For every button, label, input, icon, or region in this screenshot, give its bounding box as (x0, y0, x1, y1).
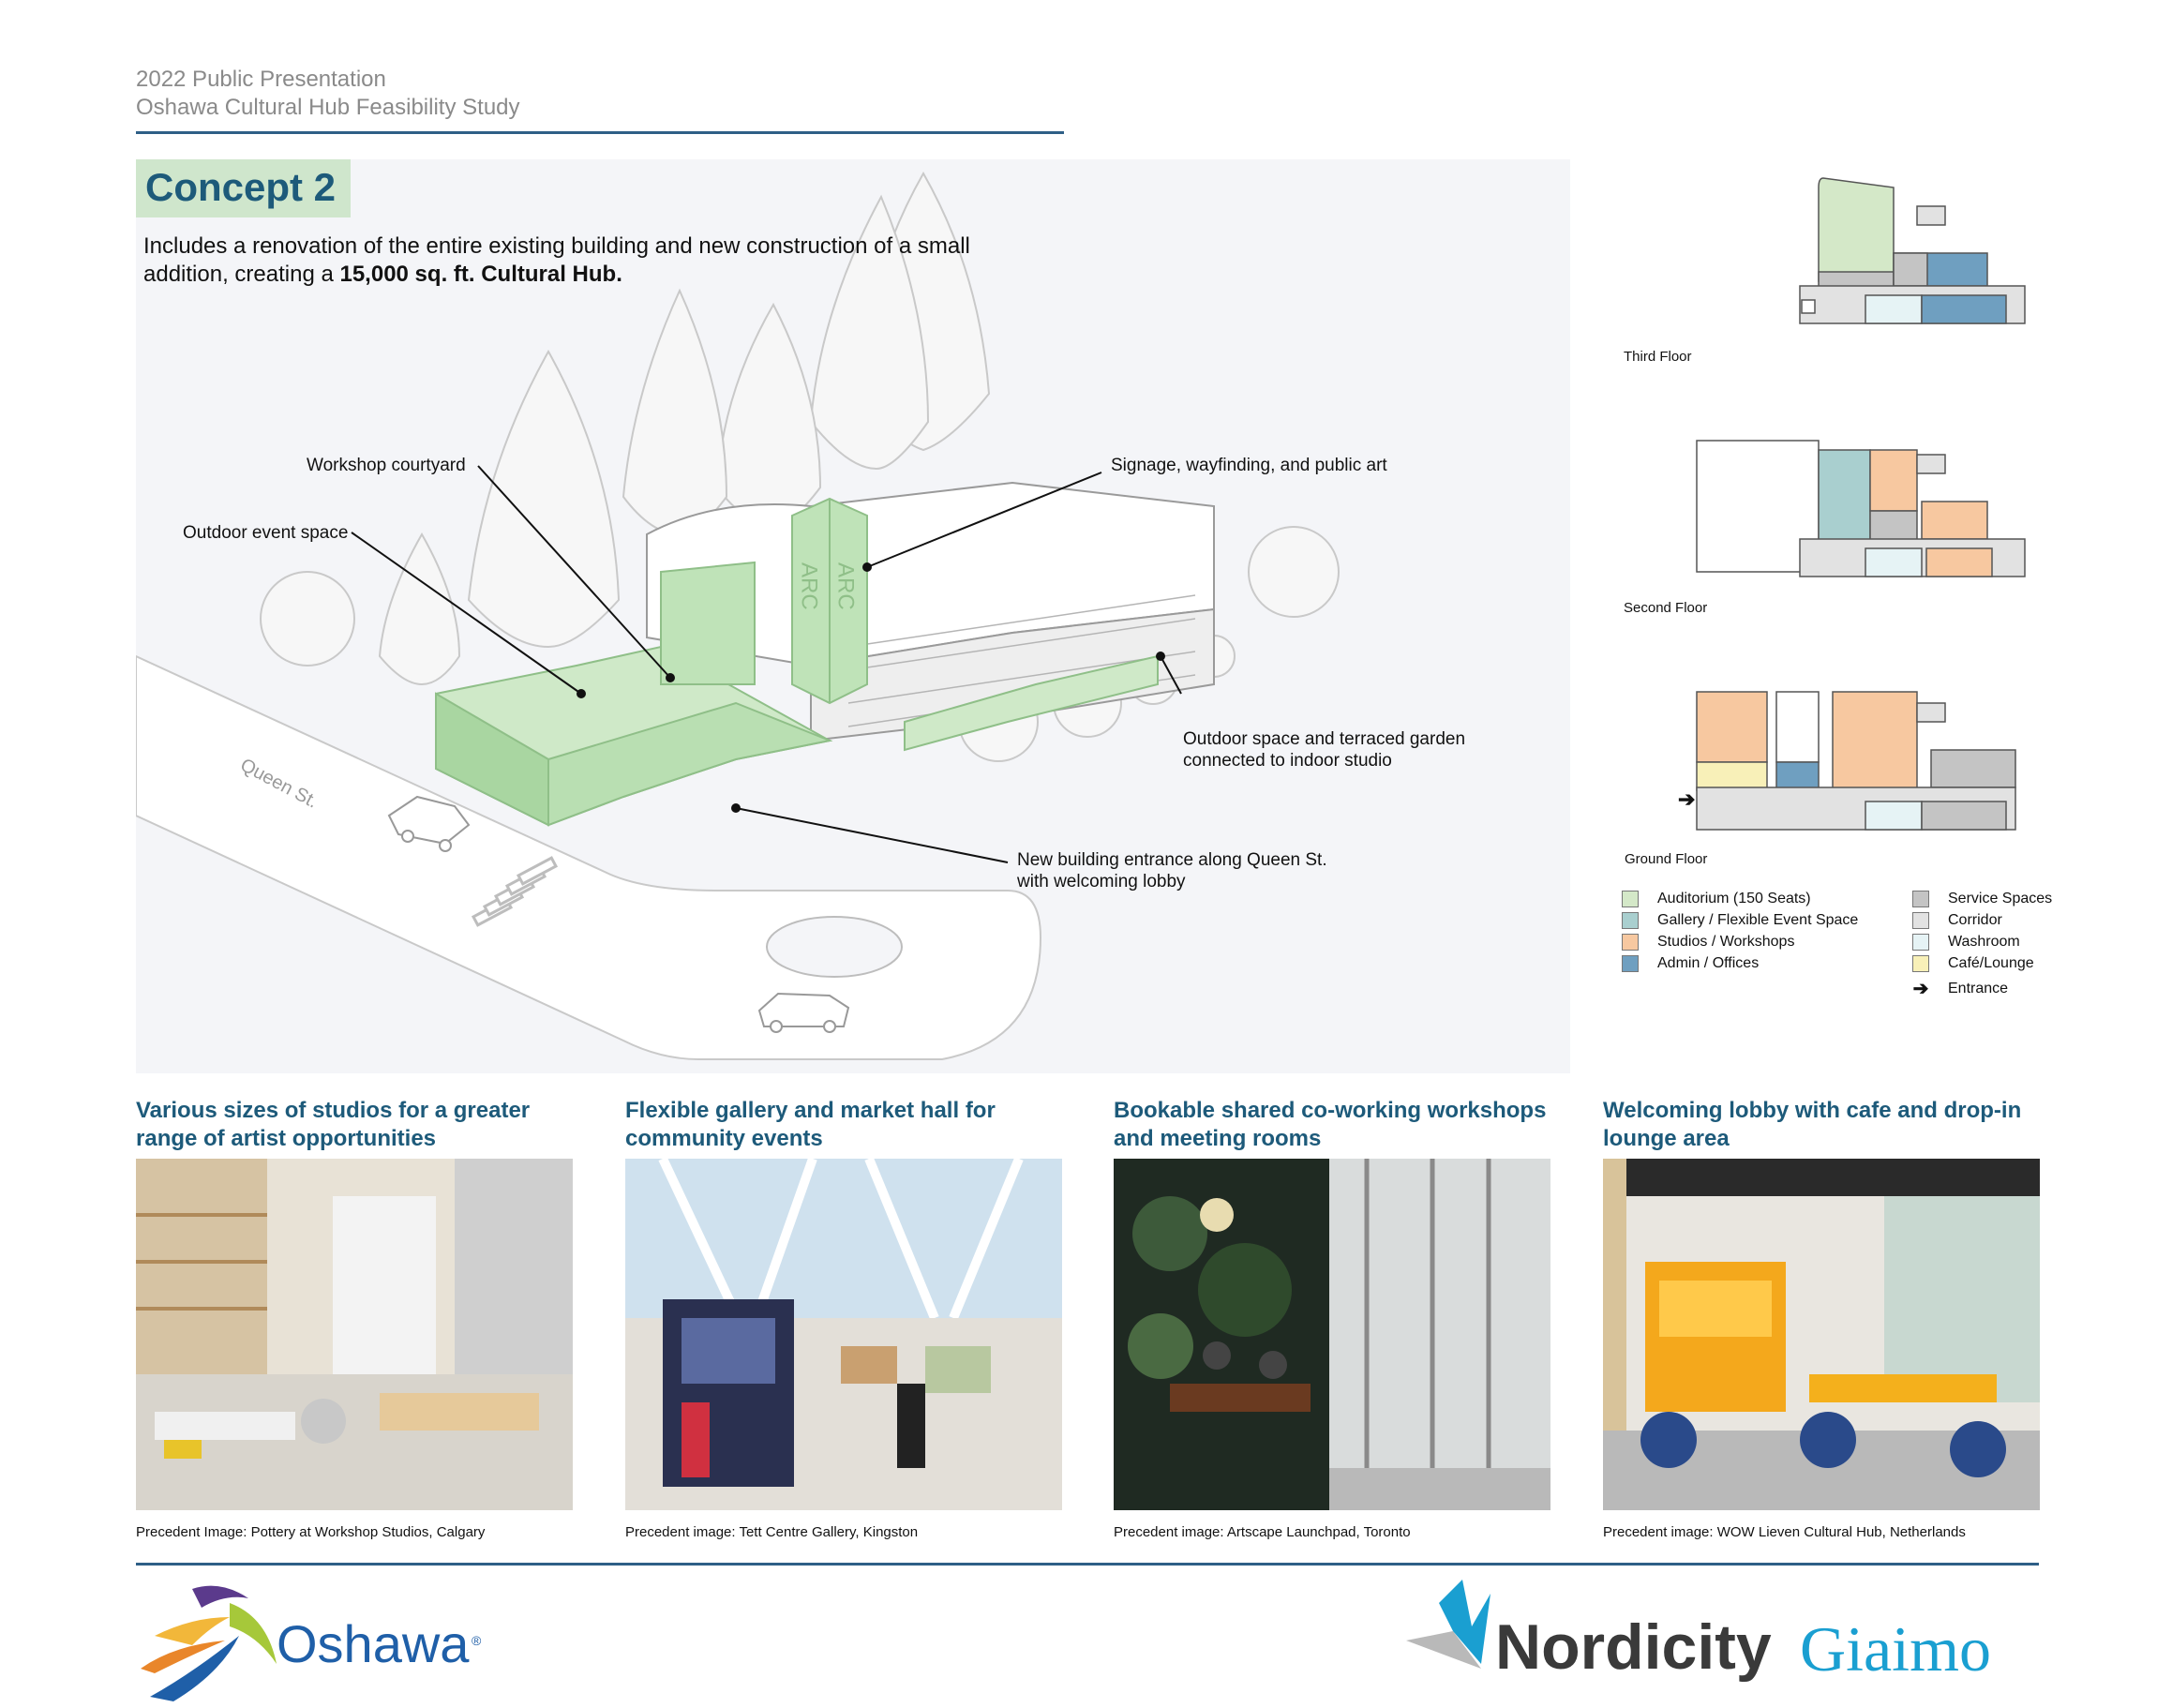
entrance-arrow-icon: ➔ (1678, 787, 1695, 811)
legend-label: Auditorium (150 Seats) (1657, 891, 1811, 906)
oshawa-logo: Oshawa ® (136, 1580, 530, 1701)
concept-description: Includes a renovation of the entire exis… (143, 232, 1043, 289)
legend-swatch (1622, 934, 1639, 951)
legend-label: Entrance (1948, 980, 2009, 996)
third-floor-plan (1799, 177, 2026, 324)
legend-item-auditorium: Auditorium (150 Seats) (1622, 891, 1811, 907)
ground-floor-plan (1696, 691, 2016, 831)
entrance-arrow-icon: ➔ (1912, 979, 1929, 999)
precedent-title: Welcoming lobby with cafe and drop-in lo… (1603, 1098, 2022, 1151)
precedent-gallery: Flexible gallery and market hall for com… (625, 1097, 1066, 1540)
precedent-coworking: Bookable shared co-working workshops and… (1114, 1097, 1554, 1540)
page-header: 2022 Public Presentation Oshawa Cultural… (136, 66, 1064, 134)
legend-label: Admin / Offices (1657, 955, 1760, 971)
tower-signage-text: ARC (797, 562, 822, 610)
precedent-photo-meeting-room (1114, 1159, 1550, 1510)
legend-item-service: Service Spaces (1912, 891, 2052, 907)
oshawa-swoosh-icon: Oshawa ® (141, 1585, 482, 1701)
legend-item-gallery: Gallery / Flexible Event Space (1622, 912, 1858, 929)
second-floor-plan (1696, 440, 2026, 577)
callout-workshop-courtyard: Workshop courtyard (307, 456, 466, 475)
precedent-caption: Precedent Image: Pottery at Workshop Stu… (136, 1524, 486, 1540)
precedent-studios: Various sizes of studios for a greater r… (136, 1097, 577, 1540)
legend-label: Gallery / Flexible Event Space (1657, 912, 1859, 928)
nordicity-mark-icon: Nordicity (1406, 1580, 1772, 1683)
giaimo-logo: Giaimo (1800, 1613, 1991, 1685)
concept-illustration-panel: ARC ARC Queen St. Concept 2 Includes a r… (136, 159, 1570, 1073)
oshawa-wordmark: Oshawa (277, 1614, 470, 1673)
legend-label: Corridor (1948, 912, 2002, 928)
legend-item-entrance: ➔ Entrance (1912, 977, 2008, 1000)
precedent-lobby: Welcoming lobby with cafe and drop-in lo… (1603, 1097, 2044, 1540)
legend-item-studios: Studios / Workshops (1622, 934, 1794, 951)
footer-rule (136, 1563, 2039, 1566)
nordicity-logo: Nordicity (1397, 1575, 1772, 1697)
floor-plans: ➔ (1678, 177, 2026, 831)
oshawa-registered-mark: ® (472, 1633, 482, 1648)
legend-label: Café/Lounge (1948, 955, 2034, 971)
plan-label-second: Second Floor (1624, 600, 1708, 616)
precedent-caption: Precedent image: WOW Lieven Cultural Hub… (1603, 1524, 1966, 1540)
precedent-title: Various sizes of studios for a greater r… (136, 1098, 531, 1151)
legend-swatch (1622, 955, 1639, 972)
floor-plan-legend: Auditorium (150 Seats) Gallery / Flexibl… (1622, 891, 2090, 1003)
legend-swatch (1912, 912, 1929, 929)
callout-new-entrance: New building entrance along Queen St. wi… (1017, 850, 1327, 891)
legend-swatch (1912, 955, 1929, 972)
legend-swatch (1912, 891, 1929, 907)
precedent-photo-gallery-hall (625, 1156, 1062, 1510)
signage-tower: ARC ARC (791, 497, 868, 705)
precedent-caption: Precedent image: Artscape Launchpad, Tor… (1114, 1524, 1411, 1540)
legend-label: Studios / Workshops (1657, 934, 1795, 950)
concept-description-text: Includes a renovation of the entire exis… (143, 233, 970, 287)
callout-outdoor-garden: Outdoor space and terraced garden connec… (1183, 729, 1466, 771)
car (757, 992, 850, 1033)
pickup-truck (387, 795, 471, 852)
nordicity-wordmark: Nordicity (1495, 1611, 1772, 1683)
precedent-title: Flexible gallery and market hall for com… (625, 1098, 996, 1151)
callout-signage: Signage, wayfinding, and public art (1111, 456, 1387, 475)
precedent-photo-pottery-studio (136, 1159, 573, 1510)
legend-item-washroom: Washroom (1912, 934, 2020, 951)
precedent-title: Bookable shared co-working workshops and… (1114, 1098, 1547, 1151)
callout-outdoor-event-space: Outdoor event space (183, 523, 349, 543)
precedent-caption: Precedent image: Tett Centre Gallery, Ki… (625, 1524, 919, 1540)
axonometric-illustration: ARC ARC Queen St. (136, 171, 1340, 1060)
legend-item-admin: Admin / Offices (1622, 955, 1759, 972)
legend-label: Washroom (1948, 934, 2020, 950)
existing-building (646, 481, 1215, 742)
header-rule (136, 131, 1064, 134)
legend-swatch (1622, 891, 1639, 907)
legend-item-corridor: Corridor (1912, 912, 2002, 929)
plan-label-third: Third Floor (1624, 349, 1692, 365)
concept-description-bold: 15,000 sq. ft. Cultural Hub. (339, 262, 622, 287)
legend-label: Service Spaces (1948, 891, 2053, 906)
header-line-1: 2022 Public Presentation (136, 67, 386, 92)
concept-title: Concept 2 (136, 159, 352, 217)
tower-signage-text-2: ARC (833, 562, 859, 610)
header-line-2: Oshawa Cultural Hub Feasibility Study (136, 95, 520, 120)
precedent-photo-lobby-cafe (1603, 1159, 2040, 1510)
new-addition (435, 561, 1159, 827)
legend-swatch (1622, 912, 1639, 929)
legend-swatch (1912, 934, 1929, 951)
legend-item-cafe: Café/Lounge (1912, 955, 2034, 972)
plan-label-ground: Ground Floor (1625, 851, 1708, 867)
